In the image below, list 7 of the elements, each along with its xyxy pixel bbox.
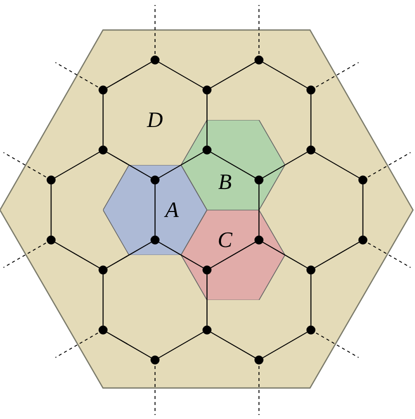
region-label: B bbox=[218, 170, 232, 193]
hexagon-region bbox=[181, 210, 285, 300]
region-label: A bbox=[165, 198, 179, 221]
region-label: C bbox=[218, 228, 232, 251]
hexagon-region bbox=[103, 164, 207, 256]
region-label: D bbox=[147, 109, 163, 131]
hexagon-region bbox=[181, 120, 285, 210]
